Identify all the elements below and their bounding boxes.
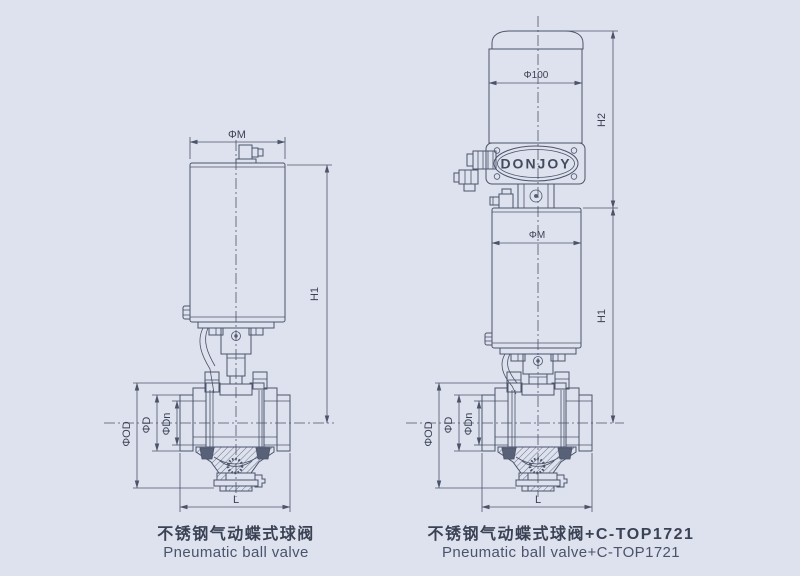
left-dim-h1-label: H1: [309, 287, 321, 301]
left-dim-l: L: [179, 453, 291, 512]
right-dim-phi-m: ΦM: [491, 230, 582, 246]
right-valve-drawing: Φ100 DONJOY: [406, 16, 695, 561]
screw-icon: [570, 173, 578, 180]
left-dim-phi-m: ΦM: [189, 129, 286, 159]
right-dim-h2: H2: [565, 30, 618, 209]
right-caption-chinese: 不锈钢气动蝶式球阀+C-TOP1721: [428, 524, 695, 543]
right-dim-phi-d: ΦD: [443, 394, 482, 452]
left-dim-phi-dn: ΦDn: [161, 400, 180, 446]
left-valve-body: [178, 370, 292, 493]
left-lever-arm: [199, 327, 215, 394]
right-dim-phi-100: Φ100: [488, 70, 583, 86]
ctop-dome: [491, 30, 584, 50]
right-dim-phi-dn: ΦDn: [463, 400, 482, 446]
left-dim-phi-od-label: ΦOD: [121, 421, 133, 446]
right-valve-body: [480, 370, 594, 493]
right-dim-h2-label: H2: [596, 113, 608, 127]
right-air-elbow-icon: [489, 188, 514, 209]
right-dim-phi-100-label: Φ100: [524, 70, 549, 81]
right-lever-arm: [501, 353, 517, 395]
screw-icon: [493, 173, 501, 180]
right-dim-phi-m-label: ΦM: [529, 230, 545, 241]
left-caption-chinese: 不锈钢气动蝶式球阀: [157, 524, 315, 543]
left-dim-phi-d: ΦD: [141, 394, 180, 452]
right-yoke-assembly: [499, 347, 577, 395]
right-dim-phi-od-label: ΦOD: [423, 421, 435, 446]
left-air-elbow-icon: [235, 144, 264, 164]
screw-icon: [570, 147, 578, 154]
right-dim-phi-dn-label: ΦDn: [463, 413, 475, 436]
left-dim-l-label: L: [233, 494, 239, 506]
cable-gland-icon: [453, 150, 497, 192]
donjoy-nameplate: DONJOY: [485, 142, 586, 185]
brand-logo-text: DONJOY: [500, 156, 571, 172]
left-dim-phi-m-label: ΦM: [228, 129, 246, 141]
left-dim-phi-dn-label: ΦDn: [161, 413, 173, 436]
right-dim-phi-od: ΦOD: [423, 382, 516, 489]
left-dim-phi-d-label: ΦD: [141, 417, 153, 434]
right-dim-h1: H1: [596, 207, 616, 424]
left-side-fitting: [182, 305, 191, 320]
right-caption-english: Pneumatic ball valve+C-TOP1721: [442, 544, 680, 561]
left-caption-english: Pneumatic ball valve: [163, 544, 309, 561]
left-dim-phi-od: ΦOD: [121, 382, 214, 489]
right-dim-l: L: [481, 453, 593, 512]
right-dim-l-label: L: [535, 494, 541, 506]
right-dim-h1-label: H1: [596, 309, 608, 323]
ctop-neck: [517, 183, 555, 209]
left-valve-drawing: ΦM H1: [104, 129, 334, 561]
left-dim-h1: H1: [287, 164, 332, 424]
left-actuator-cylinder: [182, 162, 286, 323]
ctop-control-unit: Φ100 DONJOY: [453, 30, 586, 209]
right-side-fitting: [484, 332, 493, 346]
right-dim-phi-d-label: ΦD: [443, 417, 455, 434]
right-actuator-cylinder: ΦM: [484, 207, 582, 349]
left-yoke-assembly: [197, 321, 275, 394]
